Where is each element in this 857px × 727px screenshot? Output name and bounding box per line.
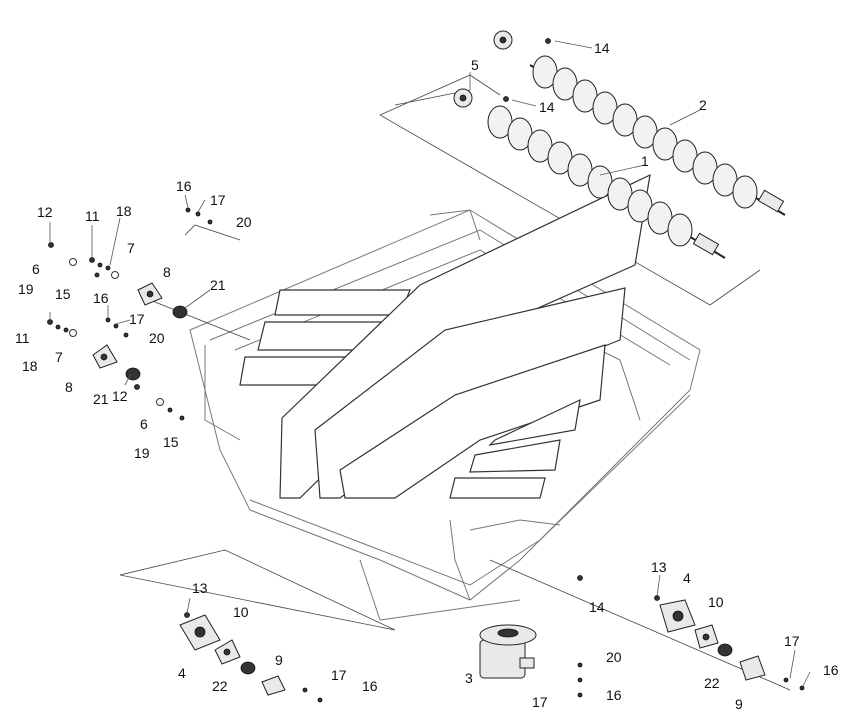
callout-17: 17 [210, 192, 226, 208]
callout-21: 21 [93, 391, 109, 407]
callout-8: 8 [65, 379, 73, 395]
callout-8: 8 [163, 264, 171, 280]
callout-2: 2 [699, 97, 707, 113]
callout-19: 19 [134, 445, 150, 461]
callout-17: 17 [784, 633, 800, 649]
callout-17: 17 [129, 311, 145, 327]
callout-20: 20 [606, 649, 622, 665]
callout-9: 9 [735, 696, 743, 712]
callout-5: 5 [471, 57, 479, 73]
callout-10: 10 [708, 594, 724, 610]
callout-18: 18 [22, 358, 38, 374]
callout-14: 14 [539, 99, 555, 115]
callout-4: 4 [683, 570, 691, 586]
top-bearings [453, 30, 551, 108]
callout-1: 1 [641, 153, 649, 169]
callout-16: 16 [93, 290, 109, 306]
callout-10: 10 [233, 604, 249, 620]
callout-15: 15 [163, 434, 179, 450]
callout-11: 11 [85, 208, 100, 224]
callout-6: 6 [32, 261, 40, 277]
callout-16: 16 [823, 662, 839, 678]
callout-11: 11 [15, 330, 30, 346]
callout-7: 7 [55, 349, 63, 365]
callout-13: 13 [192, 580, 208, 596]
flow-arrow [239, 173, 651, 499]
callout-17: 17 [532, 694, 548, 710]
auger-2 [529, 55, 786, 216]
bottom-right-bearing-group [654, 595, 805, 691]
auger-1 [487, 105, 726, 259]
callout-14: 14 [594, 40, 610, 56]
callout-15: 15 [55, 286, 71, 302]
callout-3: 3 [465, 670, 473, 686]
callout-17: 17 [331, 667, 347, 683]
callout-18: 18 [116, 203, 132, 219]
callout-21: 21 [210, 277, 226, 293]
gearbox-3 [479, 575, 583, 698]
callout-16: 16 [606, 687, 622, 703]
callout-19: 19 [18, 281, 34, 297]
callout-labels: 1 2 3 4 4 5 6 6 7 7 8 8 9 9 10 10 11 11 … [15, 40, 839, 712]
callout-9: 9 [275, 652, 283, 668]
callout-13: 13 [651, 559, 667, 575]
callout-20: 20 [149, 330, 165, 346]
callout-22: 22 [212, 678, 228, 694]
callout-16: 16 [362, 678, 378, 694]
left-upper-parts [48, 207, 213, 319]
callout-20: 20 [236, 214, 252, 230]
callout-14: 14 [589, 599, 605, 615]
callout-16: 16 [176, 178, 192, 194]
callout-7: 7 [127, 240, 135, 256]
bottom-left-bearing-group [179, 612, 323, 703]
callout-4: 4 [178, 665, 186, 681]
callout-12: 12 [37, 204, 53, 220]
callout-22: 22 [704, 675, 720, 691]
callout-6: 6 [140, 416, 148, 432]
callout-12: 12 [112, 388, 128, 404]
leader-lines [49, 40, 811, 687]
